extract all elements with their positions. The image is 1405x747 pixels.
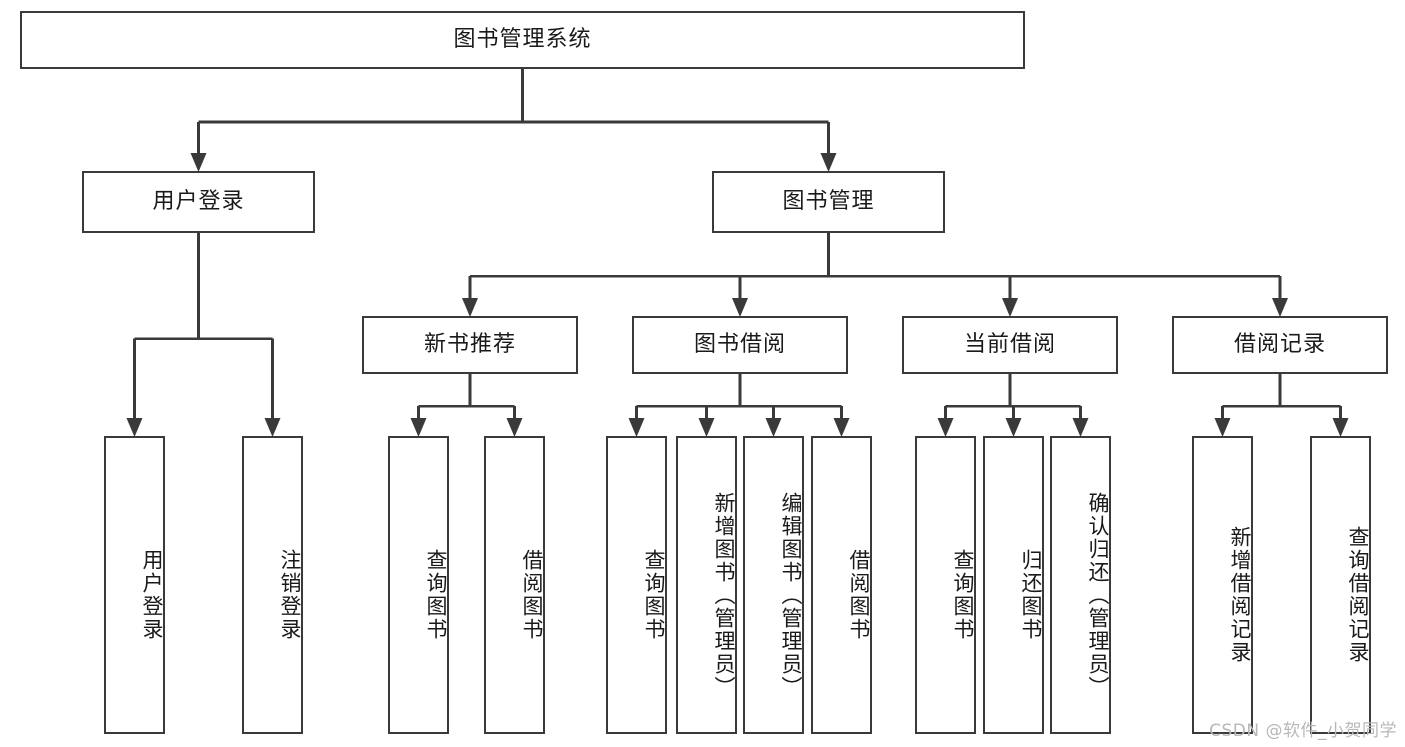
- node-label: 新增借阅记录: [1228, 526, 1252, 664]
- leaf-node-leaf-edit-book[interactable]: 编辑图书（管理员）: [743, 436, 804, 734]
- node-label: 查询图书: [424, 549, 448, 641]
- branch-node-book-borrow[interactable]: 图书借阅: [632, 316, 848, 374]
- leaf-node-leaf-borrow-book-bb[interactable]: 借阅图书: [811, 436, 872, 734]
- node-label: 图书借阅: [693, 331, 786, 357]
- node-label: 图书管理系统: [453, 26, 592, 52]
- node-label: 新书推荐: [423, 331, 516, 357]
- node-label: 查询借阅记录: [1346, 526, 1370, 664]
- node-label: 编辑图书（管理员）: [779, 491, 803, 699]
- leaf-node-leaf-return-book[interactable]: 归还图书: [983, 436, 1044, 734]
- leaf-node-leaf-borrow-book-rec[interactable]: 借阅图书: [484, 436, 545, 734]
- leaf-node-leaf-query-book-rec[interactable]: 查询图书: [388, 436, 449, 734]
- leaf-node-leaf-query-book-bb[interactable]: 查询图书: [606, 436, 667, 734]
- node-label: 借阅记录: [1233, 331, 1326, 357]
- leaf-node-leaf-add-book[interactable]: 新增图书（管理员）: [676, 436, 737, 734]
- node-label: 借阅图书: [520, 549, 544, 641]
- branch-node-current-borrow[interactable]: 当前借阅: [902, 316, 1118, 374]
- node-label: 归还图书: [1019, 549, 1043, 641]
- node-label: 用户登录: [152, 188, 245, 214]
- branch-node-borrow-record[interactable]: 借阅记录: [1172, 316, 1388, 374]
- branch-node-user-login[interactable]: 用户登录: [82, 171, 315, 233]
- branch-node-book-manage[interactable]: 图书管理: [712, 171, 945, 233]
- node-label: 用户登录: [140, 549, 164, 641]
- node-label: 当前借阅: [963, 331, 1056, 357]
- leaf-node-leaf-user-login[interactable]: 用户登录: [104, 436, 165, 734]
- node-label: 图书管理: [782, 188, 875, 214]
- node-label: 新增图书（管理员）: [712, 491, 736, 699]
- leaf-node-leaf-logout[interactable]: 注销登录: [242, 436, 303, 734]
- node-label: 查询图书: [642, 549, 666, 641]
- leaf-node-leaf-confirm-return[interactable]: 确认归还（管理员）: [1050, 436, 1111, 734]
- branch-node-new-book-rec[interactable]: 新书推荐: [362, 316, 578, 374]
- node-label: 注销登录: [278, 549, 302, 641]
- watermark: CSDN @软件_小贺同学: [1209, 721, 1397, 741]
- node-label: 借阅图书: [847, 549, 871, 641]
- node-label: 确认归还（管理员）: [1086, 491, 1110, 699]
- root-node-root[interactable]: 图书管理系统: [20, 11, 1025, 69]
- leaf-node-leaf-add-record[interactable]: 新增借阅记录: [1192, 436, 1253, 734]
- leaf-node-leaf-query-book-cb[interactable]: 查询图书: [915, 436, 976, 734]
- node-label: 查询图书: [951, 549, 975, 641]
- leaf-node-leaf-query-record[interactable]: 查询借阅记录: [1310, 436, 1371, 734]
